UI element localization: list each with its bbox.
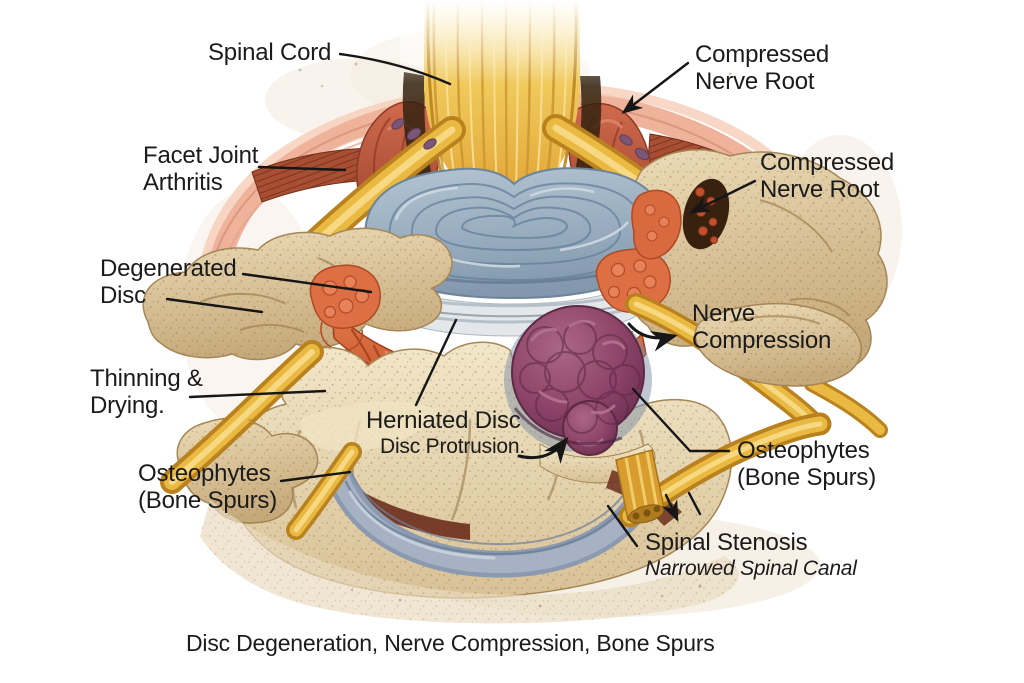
label-nerve-compression: Nerve Compression [692, 300, 832, 354]
vertebra-left-upper [142, 227, 453, 361]
leader-osteophytes-right [631, 387, 731, 453]
herniated-disc-mass [504, 305, 652, 456]
leader-stenosis-arrow-a [661, 493, 679, 522]
nerve-root-right-bottom [618, 412, 832, 528]
nerve-root-left-bottom [286, 442, 362, 540]
leader-degenerated-disc-2 [165, 297, 264, 314]
cut-nerve-bundle [615, 449, 665, 524]
leader-compressed-nerve-root-top [621, 61, 690, 114]
leader-compressed-nerve-root-right [689, 179, 757, 214]
leader-lines [165, 52, 757, 548]
leader-facet-joint [257, 165, 347, 172]
leader-thinning-drying [188, 389, 327, 399]
label-degenerated-disc: Degenerated Disc [100, 255, 237, 309]
label-compressed-nerve-root-right: Compressed Nerve Root [760, 149, 895, 203]
nerve-root-far-right [804, 376, 888, 438]
vertebra-right-process [694, 302, 862, 387]
leader-herniated-disc [414, 318, 458, 407]
label-spinal-cord: Spinal Cord [208, 39, 332, 66]
leader-degenerated-disc-1 [241, 272, 373, 294]
label-osteophytes-right: Osteophytes (Bone Spurs) [737, 437, 876, 491]
leader-spinal-cord [338, 52, 452, 86]
label-herniated-disc: Herniated Disc Disc Protrusion. [366, 407, 526, 458]
leader-nerve-compression [627, 322, 678, 352]
label-thinning-drying: Thinning & Drying. [90, 365, 203, 419]
leader-disc-protrusion [517, 436, 569, 465]
bone-wash-bottom [200, 500, 739, 624]
dust-speckles [234, 56, 880, 608]
figure-caption: Disc Degeneration, Nerve Compression, Bo… [186, 630, 715, 656]
leader-osteophytes-left [279, 470, 352, 483]
label-facet-joint-arthritis: Facet Joint Arthritis [143, 142, 259, 196]
leader-stenosis-arrow-b [687, 491, 702, 516]
label-osteophytes-left: Osteophytes (Bone Spurs) [138, 460, 277, 514]
nerve-root-left-lower [160, 340, 324, 494]
label-compressed-nerve-root-top: Compressed Nerve Root [695, 41, 830, 95]
label-spinal-stenosis: Spinal Stenosis Narrowed Spinal Canal [645, 529, 857, 580]
leader-spinal-stenosis [606, 504, 639, 548]
